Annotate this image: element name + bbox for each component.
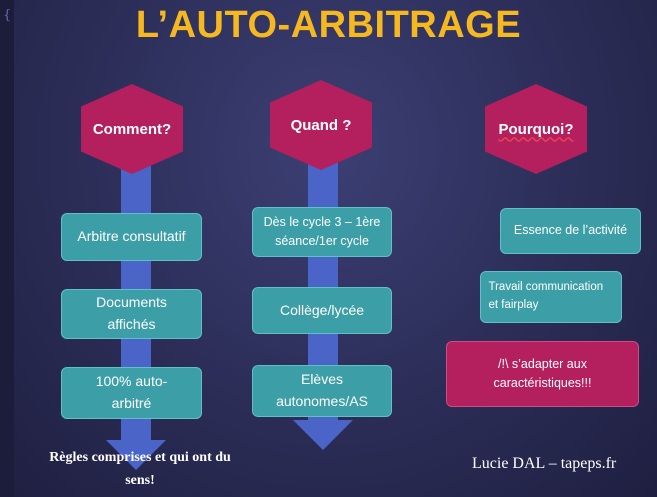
hexagon-pourquoi: Pourquoi? <box>485 84 587 174</box>
hexagon-label: Comment? <box>92 120 172 138</box>
box-auto-arbitre: 100% auto-arbitré <box>61 367 202 419</box>
hexagon-label: Pourquoi? <box>498 120 574 138</box>
hexagon-label: Quand ? <box>290 116 352 134</box>
box-essence-activite: Essence de l’activité <box>500 208 641 254</box>
arrow-head-comment <box>106 440 166 470</box>
box-sadapter-caracteristiques: /!\ s’adapter aux caractéristiques!!! <box>446 341 639 407</box>
bracket-decoration-icon: { <box>3 8 12 23</box>
box-eleves-autonomes: Elèves autonomes/AS <box>252 365 392 417</box>
footer-note: Règles comprises et qui ont du sens! <box>49 450 231 489</box>
box-des-le-cycle: Dès le cycle 3 – 1ère séance/1er cycle <box>252 207 392 257</box>
slide-title: L’AUTO-ARBITRAGE <box>135 4 522 46</box>
box-documents-affiches: Documents affichés <box>61 289 202 339</box>
box-travail-communication: Travail communication et fairplay <box>480 271 622 323</box>
arrow-head-quand <box>293 420 353 450</box>
author-credit: Lucie DAL – tapeps.fr <box>472 455 617 472</box>
box-arbitre-consultatif: Arbitre consultatif <box>61 213 202 261</box>
hexagon-quand: Quand ? <box>270 80 372 170</box>
slide-left-rail: { <box>0 0 14 497</box>
box-college-lycee: Collège/lycée <box>252 287 392 334</box>
hexagon-comment: Comment? <box>81 84 183 174</box>
